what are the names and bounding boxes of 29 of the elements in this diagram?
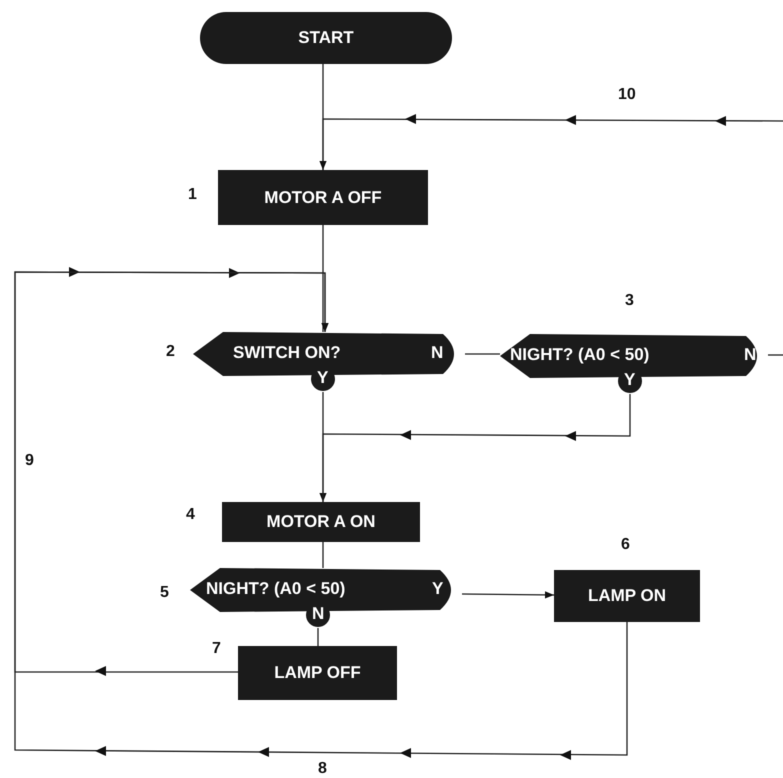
node-text: START (298, 28, 354, 48)
node-text: LAMP OFF (274, 663, 361, 683)
process-box (238, 646, 397, 700)
process-box (554, 570, 700, 622)
node-text: MOTOR A ON (266, 512, 376, 532)
step-number: 3 (625, 292, 634, 310)
step-number: 4 (186, 506, 195, 524)
step-number: 1 (188, 186, 197, 204)
step-number: 7 (212, 640, 221, 658)
branch-label: Y (432, 579, 444, 599)
branch-label: N (312, 604, 324, 624)
process-box (218, 170, 428, 225)
step-number: 5 (160, 584, 169, 602)
node-text: NIGHT? (A0 < 50) (510, 345, 650, 365)
terminal-box (200, 12, 452, 64)
branch-label: N (744, 345, 756, 365)
process-box (222, 502, 420, 542)
node-text: SWITCH ON? (233, 343, 341, 363)
node-text: LAMP ON (588, 586, 666, 606)
edge-label: 10 (618, 86, 636, 104)
edge-label: 9 (25, 452, 34, 470)
step-number: 2 (166, 343, 175, 361)
branch-label: Y (317, 368, 328, 388)
node-text: NIGHT? (A0 < 50) (206, 579, 346, 599)
edge-label: 8 (318, 760, 327, 778)
branch-label: N (431, 343, 444, 363)
node-text: MOTOR A OFF (264, 188, 382, 208)
step-number: 6 (621, 536, 630, 554)
branch-label: Y (624, 370, 636, 390)
